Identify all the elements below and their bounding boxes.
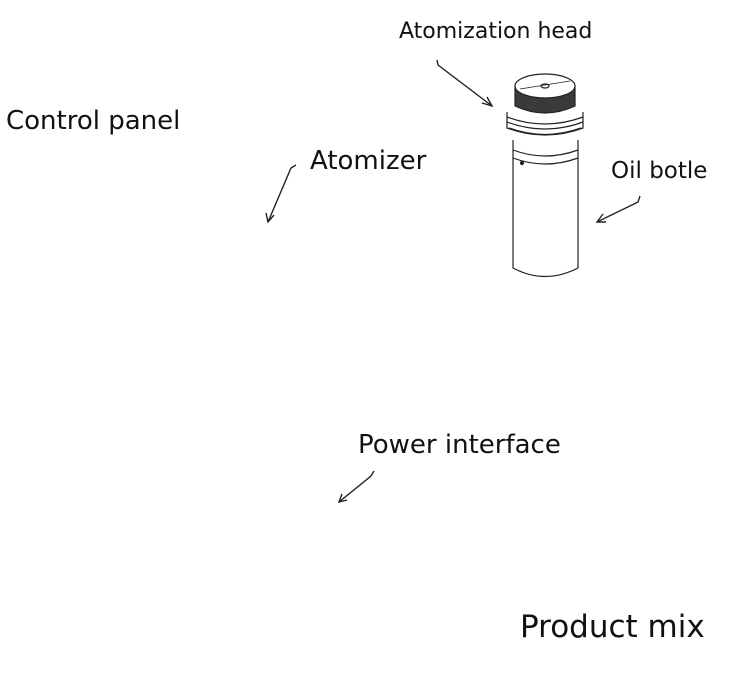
thread-line-3	[508, 127, 582, 136]
oil-bottle-label: Oil botle	[611, 158, 708, 184]
atomization-head-arrow	[436, 59, 493, 107]
bottle-neck-ring	[512, 149, 579, 157]
product-mix-title: Product mix	[520, 609, 705, 645]
oil-bottle-arrowhead	[595, 213, 606, 223]
thread-line-2	[506, 121, 584, 130]
atomizer-label: Atomizer	[310, 146, 427, 176]
cap-top-line	[519, 80, 571, 90]
bottle-neck-ring-lower	[512, 157, 579, 165]
atomizer-arrowhead	[265, 212, 275, 224]
bottle-body	[512, 140, 579, 277]
power-interface-arrow	[338, 470, 375, 503]
oil-bottle-illustration	[506, 73, 584, 277]
bottle-mark	[519, 160, 525, 166]
atomization-head-arrowhead	[481, 96, 494, 108]
control-panel-label: Control panel	[6, 106, 181, 136]
power-interface-label: Power interface	[358, 430, 561, 460]
oil-bottle-arrow	[596, 195, 641, 223]
pointer-arrows	[265, 59, 641, 504]
atomization-head-label: Atomization head	[399, 19, 593, 44]
power-interface-arrowhead	[337, 493, 348, 504]
thread-line-1	[506, 116, 584, 125]
atomizer-arrow	[267, 164, 297, 223]
